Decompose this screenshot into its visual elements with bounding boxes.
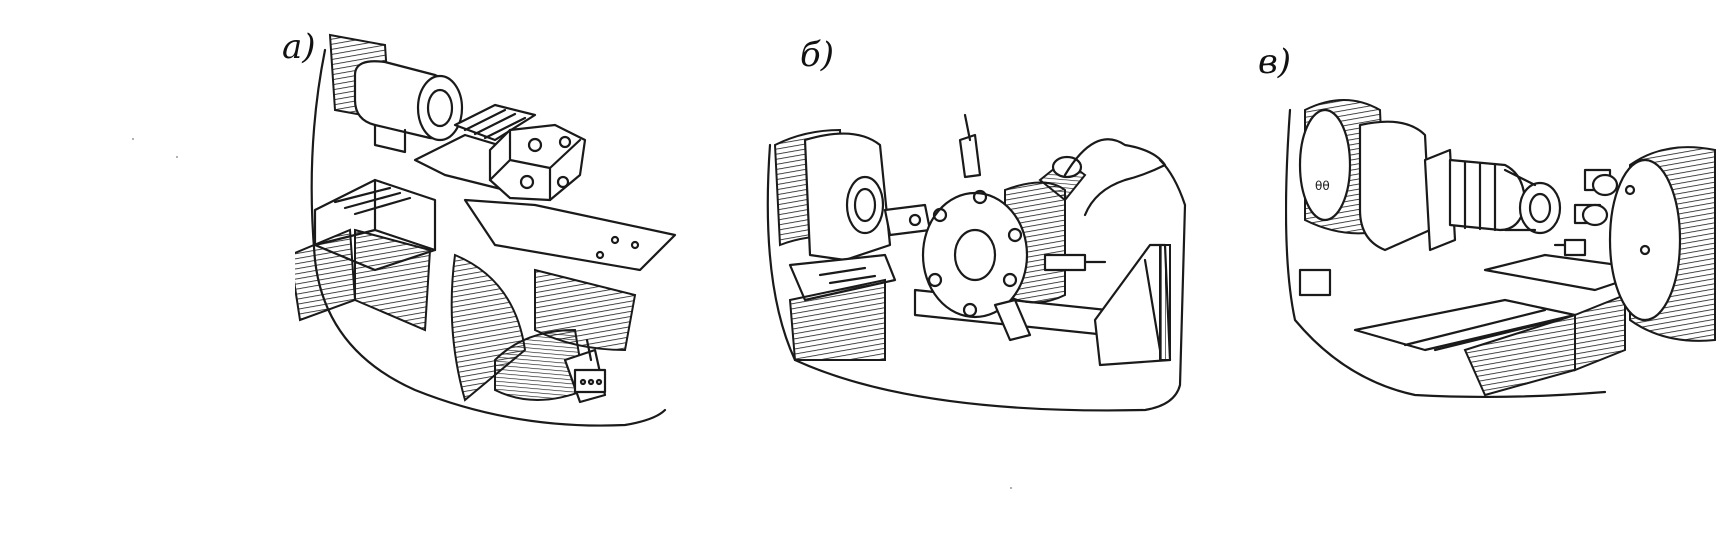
turret-lathe-hexagonal-head-drawing [295, 33, 677, 427]
speck [1010, 487, 1012, 489]
dial-marking: θθ [1315, 179, 1330, 193]
turret-lathe-horizontal-axis-head-drawing: θθ [1285, 99, 1716, 399]
panel-label-c: в) [1258, 42, 1292, 82]
turret-lathe-drum-head-drawing [766, 113, 1187, 412]
panel-label-b: б) [800, 35, 835, 75]
panel-label-a: а) [282, 27, 316, 67]
speck [132, 138, 134, 140]
speck [176, 156, 178, 158]
